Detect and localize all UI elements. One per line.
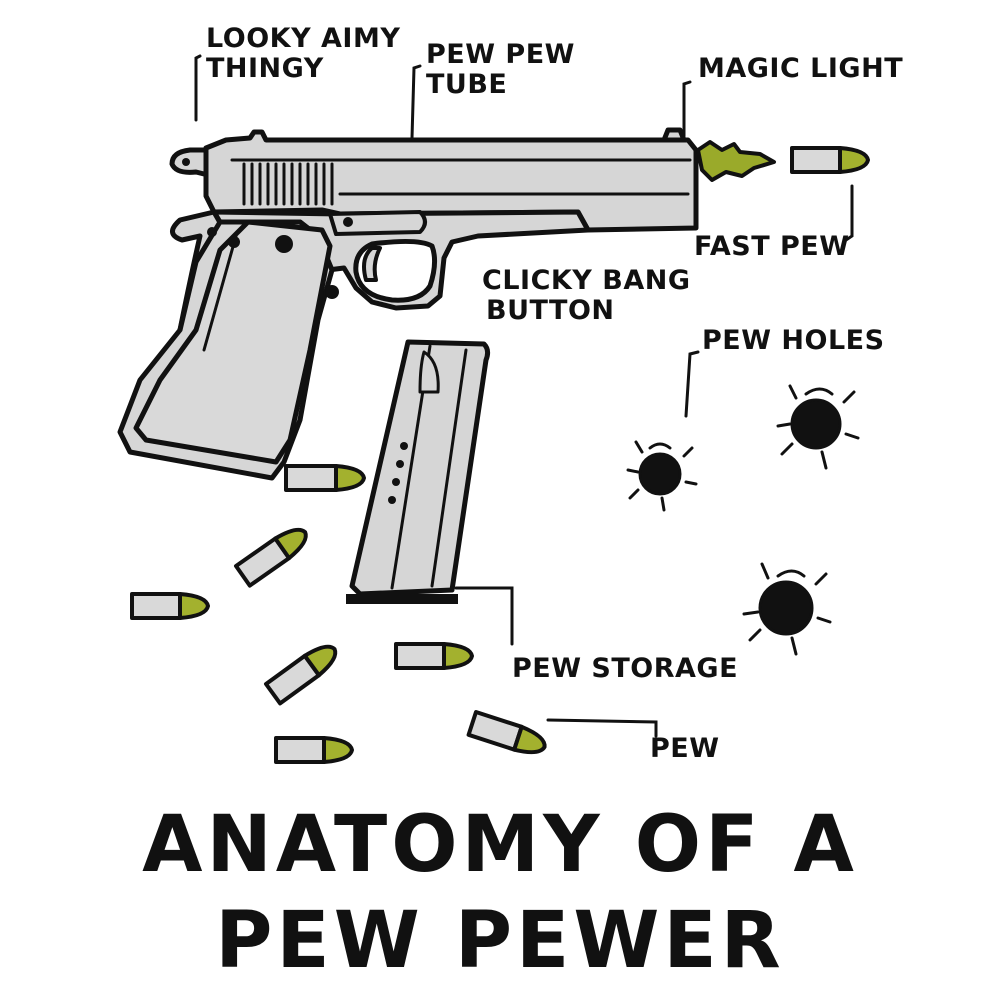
label-pew: PEW [650,734,720,764]
leader-lines [194,54,854,738]
muzzle-flash [696,140,776,182]
label-looky-aimy-thingy: LOOKY AIMY THINGY [206,24,400,84]
label-magic-light: MAGIC LIGHT [698,54,903,84]
title-line-1: ANATOMY OF A [142,800,858,890]
label-barrel-line-1: PEW PEW [426,39,575,70]
leader-barrel [410,64,422,140]
label-trigger-line-2: BUTTON [486,295,615,326]
flying-bullet [790,146,870,174]
round-6 [274,736,354,764]
label-sight-line-2: THINGY [206,53,324,84]
pistol-trigger [362,246,382,282]
leader-flash [682,80,692,138]
round-3 [130,592,210,620]
pistol-slide [203,129,699,233]
bullet-hole-3 [742,562,832,656]
bullet-hole-2 [776,384,860,470]
label-flash-text: MAGIC LIGHT [698,53,904,84]
round-5 [394,642,474,670]
round-2 [234,527,308,588]
label-trigger-line-1: CLICKY BANG [482,265,691,296]
label-pew-storage: PEW STORAGE [512,654,738,684]
slide-serrations [242,162,334,206]
label-holes-text: PEW HOLES [702,325,885,356]
leader-sight [194,54,202,122]
label-storage-text: PEW STORAGE [512,653,739,684]
leader-magazine [454,586,514,646]
magazine [346,339,491,604]
label-pew-pew-tube: PEW PEW TUBE [426,40,575,100]
label-clicky-bang-button: CLICKY BANG BUTTON [482,266,691,326]
round-1 [284,464,366,492]
leader-bullet [844,184,854,242]
leader-round [546,718,658,738]
label-pew-text: PEW [650,733,720,764]
leader-holes [684,350,700,418]
pistol-grip-panel [133,219,333,465]
label-sight-line-1: LOOKY AIMY [206,23,401,54]
pistol-slide-stop [328,210,427,236]
label-barrel-line-2: TUBE [426,69,508,100]
pistol [117,127,699,481]
title-line-2: PEW PEWER [215,896,785,986]
label-fast-pew: FAST PEW [694,232,850,262]
bullet-hole-1 [626,440,698,512]
bullet-holes [626,384,860,656]
label-fast-pew-text: FAST PEW [694,231,850,262]
scattered-rounds [130,464,547,764]
label-pew-holes: PEW HOLES [702,326,885,356]
round-7 [466,710,547,755]
round-4 [264,644,338,706]
